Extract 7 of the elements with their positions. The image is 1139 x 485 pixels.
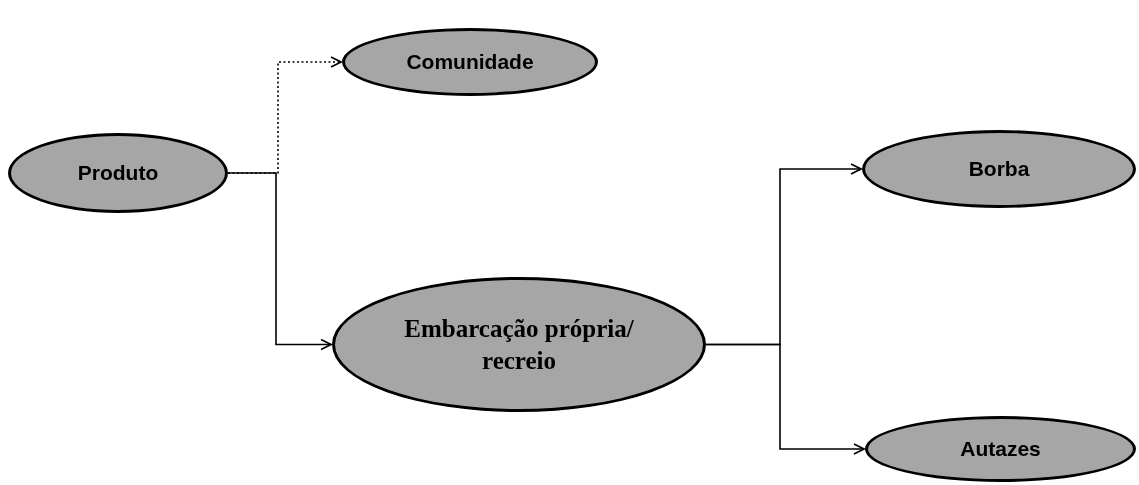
connector-arrow xyxy=(705,343,865,455)
node-label: Comunidade xyxy=(406,48,534,75)
node-label: Borba xyxy=(968,155,1030,182)
node-label: Autazes xyxy=(960,435,1041,462)
node-label: Embarcação própria/ recreio xyxy=(404,314,634,376)
node-label: Produto xyxy=(77,159,159,186)
connector-arrow xyxy=(227,172,332,351)
